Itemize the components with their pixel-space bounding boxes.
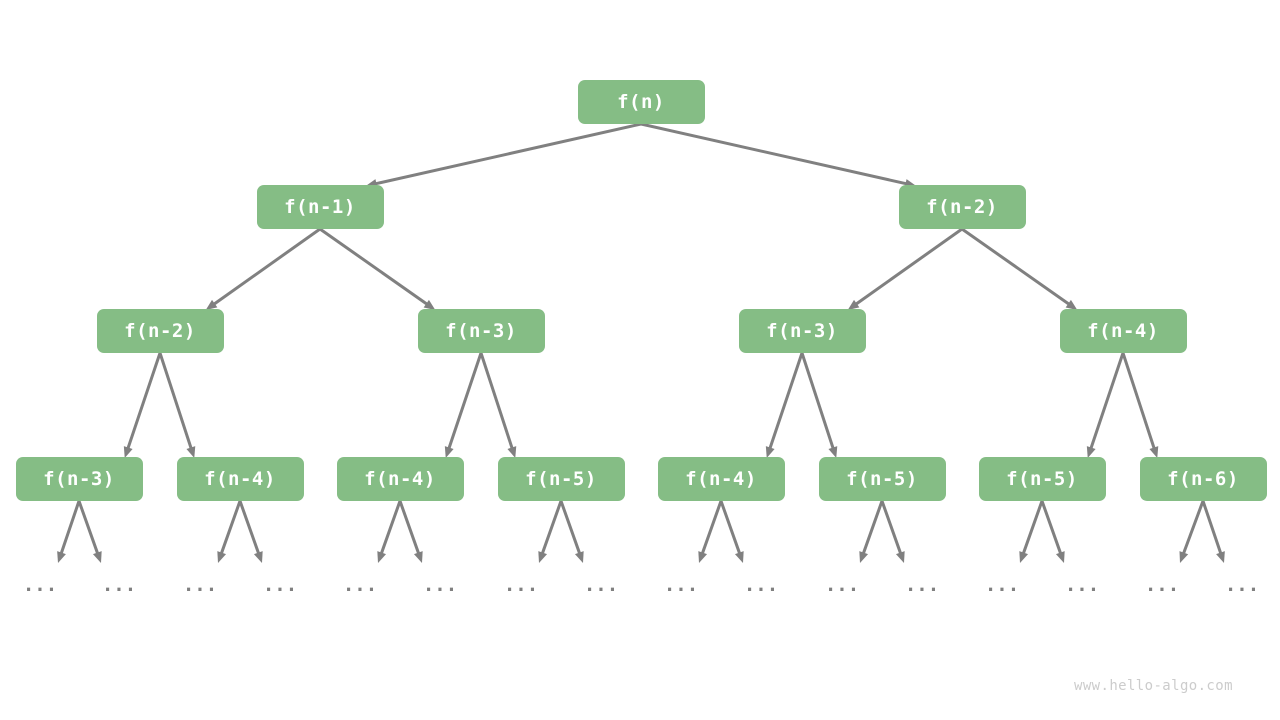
leaf-ellipsis: ... (1144, 573, 1180, 596)
leaf-edge-14 (1181, 500, 1205, 555)
edge-n3-n8-head (186, 446, 196, 458)
edge-n6-n14-head (1149, 446, 1159, 458)
leaf-ellipsis: ... (22, 573, 58, 596)
tree-node-n10: f(n-5) (497, 457, 625, 501)
tree-node-n1: f(n-1) (256, 185, 384, 229)
edge-n6-n14 (1121, 352, 1156, 450)
watermark-label: www.hello-algo.com (1074, 678, 1233, 694)
tree-node-n14: f(n-6) (1139, 457, 1267, 501)
leaf-edge-5-head (413, 551, 423, 563)
leaf-edge-0 (59, 500, 81, 555)
leaf-edge-2-head (217, 551, 227, 563)
leaf-edge-11-head (895, 551, 905, 563)
edge-n6-n13-head (1086, 446, 1096, 458)
tree-node-n13: f(n-5) (978, 457, 1106, 501)
leaf-edge-3-head (253, 551, 263, 563)
leaf-edge-8-head (698, 551, 708, 563)
leaf-edge-15 (1201, 500, 1223, 555)
leaf-edge-6-head (538, 551, 548, 563)
edge-n2-n6 (961, 227, 1071, 306)
leaf-edge-0-head (57, 551, 66, 563)
leaf-ellipsis: ... (824, 573, 860, 596)
leaf-edge-12 (1021, 500, 1044, 555)
leaf-edge-9-head (734, 551, 744, 563)
edge-n4-n10 (479, 352, 514, 450)
leaf-ellipsis: ... (503, 573, 539, 596)
tree-node-n8: f(n-4) (176, 457, 304, 501)
leaf-ellipsis: ... (984, 573, 1020, 596)
leaf-ellipsis: ... (663, 573, 699, 596)
leaf-edge-7-head (574, 551, 584, 563)
tree-node-n12: f(n-5) (818, 457, 946, 501)
tree-node-n7: f(n-3) (15, 457, 143, 501)
edge-n4-n9-head (444, 446, 454, 458)
leaf-edge-10 (861, 500, 884, 555)
edge-n2-n6-head (1065, 299, 1078, 310)
edge-n4-n10-head (507, 446, 517, 458)
leaf-edge-12-head (1019, 551, 1029, 563)
leaf-edge-11 (880, 500, 903, 555)
tree-node-n3: f(n-2) (96, 309, 224, 353)
edge-n3-n7-head (123, 446, 133, 458)
leaf-edge-13-head (1055, 551, 1065, 563)
tree-node-n11: f(n-4) (657, 457, 785, 501)
edge-n5-n12 (800, 352, 835, 450)
leaf-ellipsis: ... (262, 573, 298, 596)
leaf-ellipsis: ... (1064, 573, 1100, 596)
edge-n1-n3 (212, 227, 321, 306)
leaf-edge-5 (398, 500, 421, 555)
tree-node-n4: f(n-3) (417, 309, 545, 353)
leaf-edge-1-head (92, 551, 102, 563)
leaf-edge-15-head (1216, 551, 1225, 563)
leaf-ellipsis: ... (342, 573, 378, 596)
leaf-edge-4 (379, 500, 402, 555)
tree-node-n0: f(n) (577, 80, 705, 124)
leaf-edge-10-head (859, 551, 869, 563)
tree-node-n5: f(n-3) (738, 309, 866, 353)
leaf-ellipsis: ... (743, 573, 779, 596)
edge-n1-n4 (319, 227, 429, 306)
leaf-ellipsis: ... (422, 573, 458, 596)
leaf-edge-3 (238, 500, 261, 555)
leaf-ellipsis: ... (904, 573, 940, 596)
edge-n1-n3-head (205, 299, 218, 310)
edge-n1-n4-head (423, 299, 436, 310)
leaf-ellipsis: ... (583, 573, 619, 596)
leaf-edge-13 (1040, 500, 1063, 555)
leaf-edge-8 (700, 500, 723, 555)
leaf-edge-14-head (1179, 551, 1189, 563)
tree-node-n9: f(n-4) (336, 457, 464, 501)
leaf-edge-1 (77, 500, 100, 555)
leaf-ellipsis: ... (101, 573, 137, 596)
edge-n0-n2 (640, 122, 908, 186)
leaf-edge-9 (719, 500, 742, 555)
leaf-edge-7 (559, 500, 582, 555)
leaf-edge-6 (540, 500, 563, 555)
edge-n5-n12-head (828, 446, 838, 458)
leaf-edge-4-head (377, 551, 387, 563)
leaf-edge-2 (219, 500, 242, 555)
edge-n3-n8 (158, 352, 193, 450)
edge-n5-n11 (768, 352, 804, 450)
edge-n4-n9 (447, 352, 483, 450)
edge-n0-n1 (374, 122, 642, 186)
tree-node-n2: f(n-2) (898, 185, 1026, 229)
edge-n2-n5 (854, 227, 963, 306)
edge-n3-n7 (126, 352, 162, 450)
edge-n2-n5-head (847, 299, 860, 310)
edge-n5-n11-head (765, 446, 775, 458)
tree-node-n6: f(n-4) (1059, 309, 1187, 353)
leaf-ellipsis: ... (182, 573, 218, 596)
leaf-ellipsis: ... (1224, 573, 1260, 596)
edge-n6-n13 (1089, 352, 1125, 450)
